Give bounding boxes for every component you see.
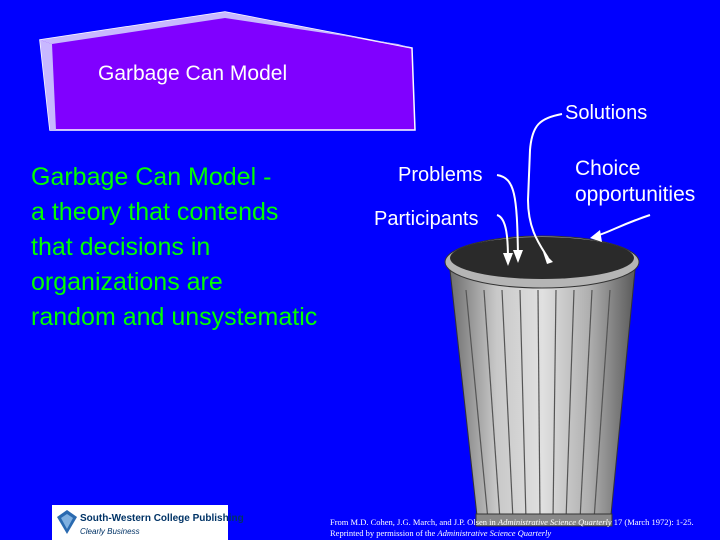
choice-opportunities-label: Choice opportunities [575, 156, 695, 208]
citation-journal: Administrative Science Quarterly [497, 517, 612, 527]
citation-prefix: Reprinted by permission of the [330, 528, 438, 538]
publisher-logo: South-Western College Publishing Clearly… [52, 505, 244, 540]
problems-arrow [496, 174, 519, 256]
citation-suffix: 17 (March 1972): 1-25. [611, 517, 694, 527]
slide-title: Garbage Can Model [98, 62, 288, 85]
citation: From M.D. Cohen, J.G. March, and J.P. Ol… [330, 517, 694, 539]
publisher-logo-icon [57, 510, 77, 534]
citation-journal: Administrative Science Quarterly [437, 528, 552, 538]
definition-line: a theory that contends [31, 198, 279, 226]
definition-line: random and unsystematic [31, 303, 318, 331]
choice-arrow [595, 214, 651, 237]
choice-line-1: Choice [575, 157, 641, 180]
solutions-arrow [526, 113, 563, 259]
solutions-label: Solutions [565, 102, 648, 124]
garbage-can-icon [444, 235, 640, 527]
arrow-heads [503, 230, 602, 266]
citation-line-1: From M.D. Cohen, J.G. March, and J.P. Ol… [330, 517, 694, 528]
citation-line-2: Reprinted by permission of the Administr… [330, 528, 694, 539]
arrow-icon [590, 230, 602, 242]
publisher-tagline: Clearly Business [80, 527, 140, 536]
publisher-name: South-Western College Publishing [80, 513, 244, 524]
arrow-icon [513, 250, 523, 263]
definition-text: Garbage Can Model - a theory that conten… [31, 160, 317, 335]
definition-line: organizations are [31, 268, 223, 296]
definition-line: that decisions in [31, 233, 211, 261]
arrow-icon [543, 252, 553, 264]
problems-label: Problems [398, 164, 483, 186]
arrow-icon [503, 253, 513, 266]
title-box [39, 11, 416, 131]
participants-label: Participants [374, 208, 479, 230]
citation-prefix: From M.D. Cohen, J.G. March, and J.P. Ol… [330, 517, 498, 527]
definition-line: Garbage Can Model - [31, 163, 272, 191]
choice-line-2: opportunities [575, 183, 696, 206]
